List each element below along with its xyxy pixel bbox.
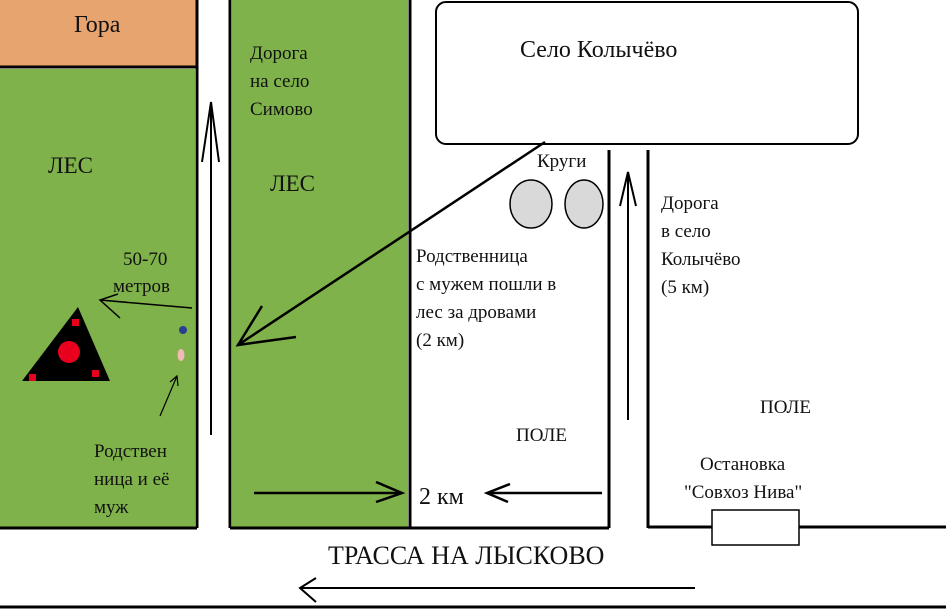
distance-forest-label-line: метров xyxy=(113,276,170,297)
village-box xyxy=(435,1,859,145)
relatives-location-label-line: ница и её xyxy=(94,469,170,490)
stump-circle xyxy=(509,179,553,229)
road-kolychevo-label-line: Колычёво xyxy=(661,249,741,270)
road-kolychevo-label-line: (5 км) xyxy=(661,277,710,298)
mountain-label: Гора xyxy=(74,12,121,38)
relatives-location-label-line: муж xyxy=(94,497,129,518)
person-dot-icon xyxy=(177,349,185,361)
forest-middle-label: ЛЕС xyxy=(270,171,315,196)
relatives-went-label-line: с мужем пошли в xyxy=(416,274,557,295)
arrow-left-icon xyxy=(483,482,602,504)
road-simovo-label-line: Дорога xyxy=(250,43,308,64)
forest-middle-area xyxy=(232,0,408,527)
field-left-label: ПОЛЕ xyxy=(516,425,567,446)
field-right-label: ПОЛЕ xyxy=(760,397,811,418)
stump-circle xyxy=(564,179,604,229)
road-kolychevo-label-line: Дорога xyxy=(661,193,719,214)
highway-label: ТРАССА НА ЛЫСКОВО xyxy=(328,541,605,570)
person-dot-icon xyxy=(179,326,187,334)
distance-2km-label: 2 км xyxy=(419,484,464,510)
relatives-location-label-line: Родствен xyxy=(94,441,167,462)
mountain-area xyxy=(0,0,197,67)
bus-stop-label-line: "Совхоз Нива" xyxy=(684,482,803,503)
arrow-pointer-icon xyxy=(159,374,179,417)
triangle-warning-icon xyxy=(22,307,110,381)
road-simovo-label-line: на село xyxy=(250,71,310,92)
forest-left-label: ЛЕС xyxy=(48,153,93,178)
arrow-left-icon xyxy=(298,577,695,603)
relatives-went-label-line: (2 км) xyxy=(416,330,465,351)
arrow-left-icon xyxy=(98,293,193,319)
road-kolychevo-label-line: в село xyxy=(661,221,711,242)
road-simovo-label-line: Симово xyxy=(250,99,313,120)
arrow-up-icon xyxy=(201,101,220,435)
forest-left-area xyxy=(0,69,195,527)
arrow-diagonal-icon xyxy=(235,140,546,347)
relatives-went-label-line: Родственница xyxy=(416,246,528,267)
village-title: Село Колычёво xyxy=(520,37,678,63)
arrow-up-icon xyxy=(619,171,637,420)
bus-stop-icon xyxy=(711,509,800,546)
bus-stop-label-line: Остановка xyxy=(700,454,786,475)
relatives-went-label-line: лес за дровами xyxy=(416,302,537,323)
distance-forest-label-line: 50-70 xyxy=(123,249,168,270)
stumps-label: Круги xyxy=(537,151,587,172)
arrow-right-icon xyxy=(254,480,406,504)
